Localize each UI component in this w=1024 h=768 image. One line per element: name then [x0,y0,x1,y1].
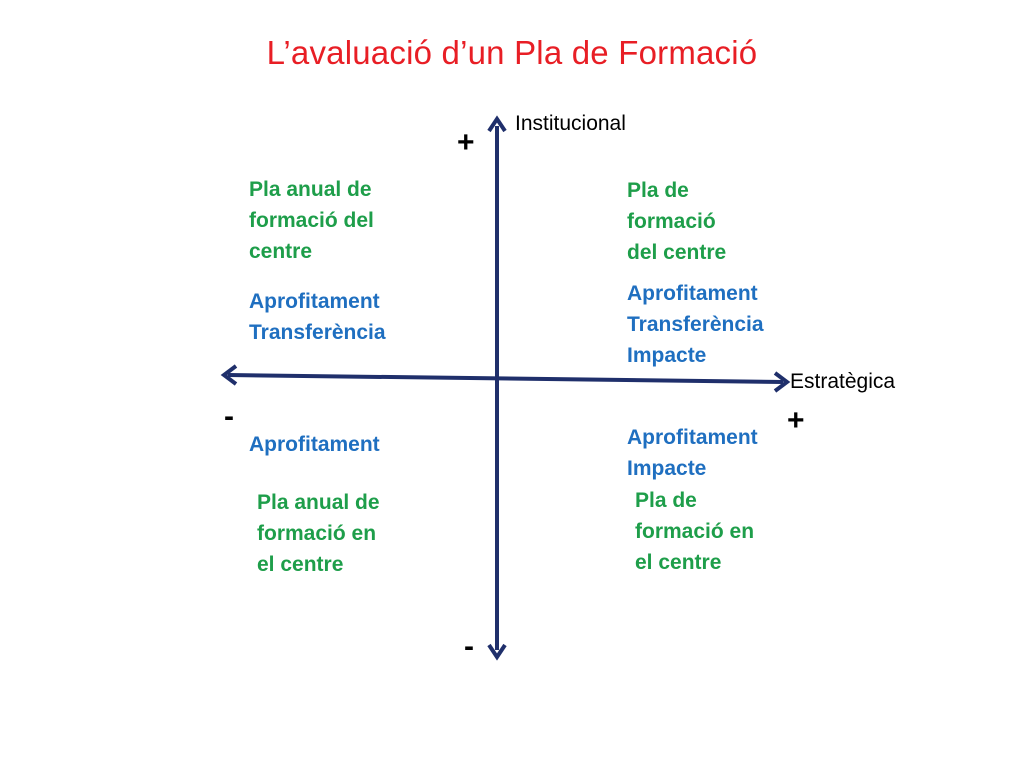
bottom-left-plan-text: Pla anual de formació en el centre [257,487,380,580]
text-line: el centre [257,553,344,576]
text-line: Pla anual de [257,491,380,514]
text-line: Aprofitament [249,433,380,456]
text-line: formació en [635,520,755,543]
top-right-evaluation-text: Aprofitament Transferència Impacte [627,278,764,371]
top-left-plan-text: Pla anual de formació del centre [249,174,374,267]
text-line: Pla anual de [249,178,372,201]
text-line: formació del [249,209,374,232]
text-line: Transferència [249,321,386,344]
text-line: Pla de [635,489,697,512]
page-title: L’avaluació d’un Pla de Formació [266,34,758,71]
text-line: formació [627,210,716,233]
text-line: Aprofitament [627,426,758,449]
horizontal-axis-right-arrowhead [773,371,791,393]
text-line: Transferència [627,313,764,336]
text-line: centre [249,240,313,263]
text-line: Aprofitament [249,290,380,313]
bottom-left-evaluation-text: Aprofitament [249,429,380,460]
vertical-axis-label: Institucional [515,112,626,135]
text-line: Impacte [627,344,707,367]
horizontal-axis-right-sign: + [787,404,805,437]
top-right-plan-text: Pla de formació del centre [627,175,726,268]
horizontal-axis-line [227,373,784,384]
text-line: Impacte [627,457,707,480]
vertical-axis-bottom-sign: - [464,630,474,663]
vertical-axis-bottom-arrowhead [487,643,507,661]
text-line: Aprofitament [627,282,758,305]
text-line: formació en [257,522,377,545]
bottom-right-plan-text: Pla de formació en el centre [635,485,754,578]
text-line: Pla de [627,179,689,202]
text-line: del centre [627,241,727,264]
vertical-axis-top-arrowhead [487,115,507,133]
horizontal-axis-label: Estratègica [790,370,896,393]
top-left-evaluation-text: Aprofitament Transferència [249,286,386,348]
text-line: el centre [635,551,722,574]
bottom-right-evaluation-text: Aprofitament Impacte [627,422,758,484]
horizontal-axis-left-arrowhead [220,364,238,386]
horizontal-axis-left-sign: - [224,400,234,433]
vertical-axis-top-sign: + [457,126,475,159]
